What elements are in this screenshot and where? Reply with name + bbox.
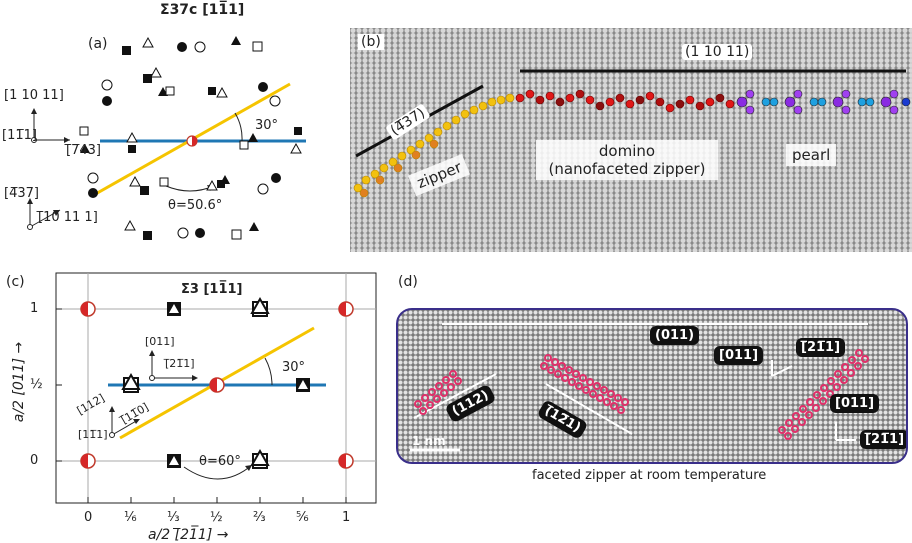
angle-label-a: 30° [255, 118, 279, 133]
domino-label-line2: (nanofaceted zipper) [548, 160, 706, 178]
panel-c-title: Σ3 [11̅1] [181, 282, 243, 297]
center-half-a [192, 136, 197, 146]
angle-arc-c [264, 357, 273, 386]
dir-10-11-1: [̅10 11 1] [38, 210, 98, 225]
domino-chain [515, 89, 735, 113]
facet-label-1-10-11: (1 10 11) [682, 44, 753, 60]
y-axis-label: a/2 [011] → [11, 341, 27, 423]
theta-arc-c [183, 464, 253, 480]
dir-7-4-3: [̅7̅43] [66, 143, 101, 158]
x-tick-1-2: ½ [210, 510, 223, 525]
panel-a-title: Σ37c [11̅1] [160, 2, 245, 18]
dir-211-c: [̅21̅1] [165, 357, 195, 370]
panel-a-diagram [27, 36, 306, 240]
domino-label-line1: domino [598, 142, 656, 160]
theta-label-a: θ=50.6° [168, 198, 223, 213]
dir-tag-211-a: [̅21̅1] [796, 338, 846, 357]
hrtem-overlay [410, 323, 869, 452]
pearl-label: pearl [786, 144, 837, 166]
y-tick-0: 0 [30, 453, 39, 468]
x-tick-2-3: ⅔ [253, 510, 266, 525]
dir-11-1: [11̅1] [2, 128, 37, 143]
dir-111-c: [11̅1] [78, 428, 108, 441]
angle-label-c: 30° [282, 360, 306, 375]
dir-tag-011-a: [011] [714, 346, 764, 365]
lattice-symbols-a [79, 36, 302, 240]
pearl-chain [736, 89, 911, 115]
x-tick-1-6: ⅙ [124, 510, 137, 525]
theta-label-c: θ=60° [199, 454, 241, 469]
x-tick-0: 0 [84, 510, 93, 525]
domino-label: domino (nanofaceted zipper) [536, 140, 718, 180]
dir-tag-211-b: [̅21̅1] [860, 430, 906, 449]
x-tick-5-6: ⅚ [296, 510, 309, 525]
dir-011-c: [011] [145, 335, 175, 348]
y-tick-half: ½ [30, 377, 43, 392]
panel-d-label: (d) [398, 274, 418, 290]
y-tick-1: 1 [30, 301, 39, 316]
half-circles-c [80, 301, 354, 469]
panel-d-caption: faceted zipper at room temperature [532, 468, 767, 483]
panel-a-label: (a) [88, 36, 108, 52]
panel-b: (b) (4̅37) (1 10 11) zipper domino (nano… [350, 28, 912, 252]
hrtem-image: (011) (112) (̅12̅1) [011] [̅21̅1] [011] … [396, 308, 908, 464]
sq-tri-symbols-c [121, 296, 310, 469]
dir-437: [4̅37] [4, 186, 39, 201]
x-tick-1-3: ⅓ [167, 510, 180, 525]
x-axis-label: a/2 [̅21̅1] → [148, 527, 229, 543]
zipper-chain [353, 93, 515, 198]
facet-tag-011: (011) [650, 326, 700, 345]
x-tick-1: 1 [342, 510, 351, 525]
panel-c-label: (c) [6, 274, 25, 290]
scale-label: 1 nm [412, 434, 446, 448]
dir-tag-011-b: [011] [830, 394, 880, 413]
dir-1-10-11: [1 10 11] [4, 88, 64, 103]
panel-b-structure [353, 69, 911, 198]
panel-b-label: (b) [358, 34, 384, 50]
panel-c-diagram [55, 272, 377, 504]
angle-arc-a [234, 112, 243, 142]
pink-atoms-d [414, 349, 869, 440]
